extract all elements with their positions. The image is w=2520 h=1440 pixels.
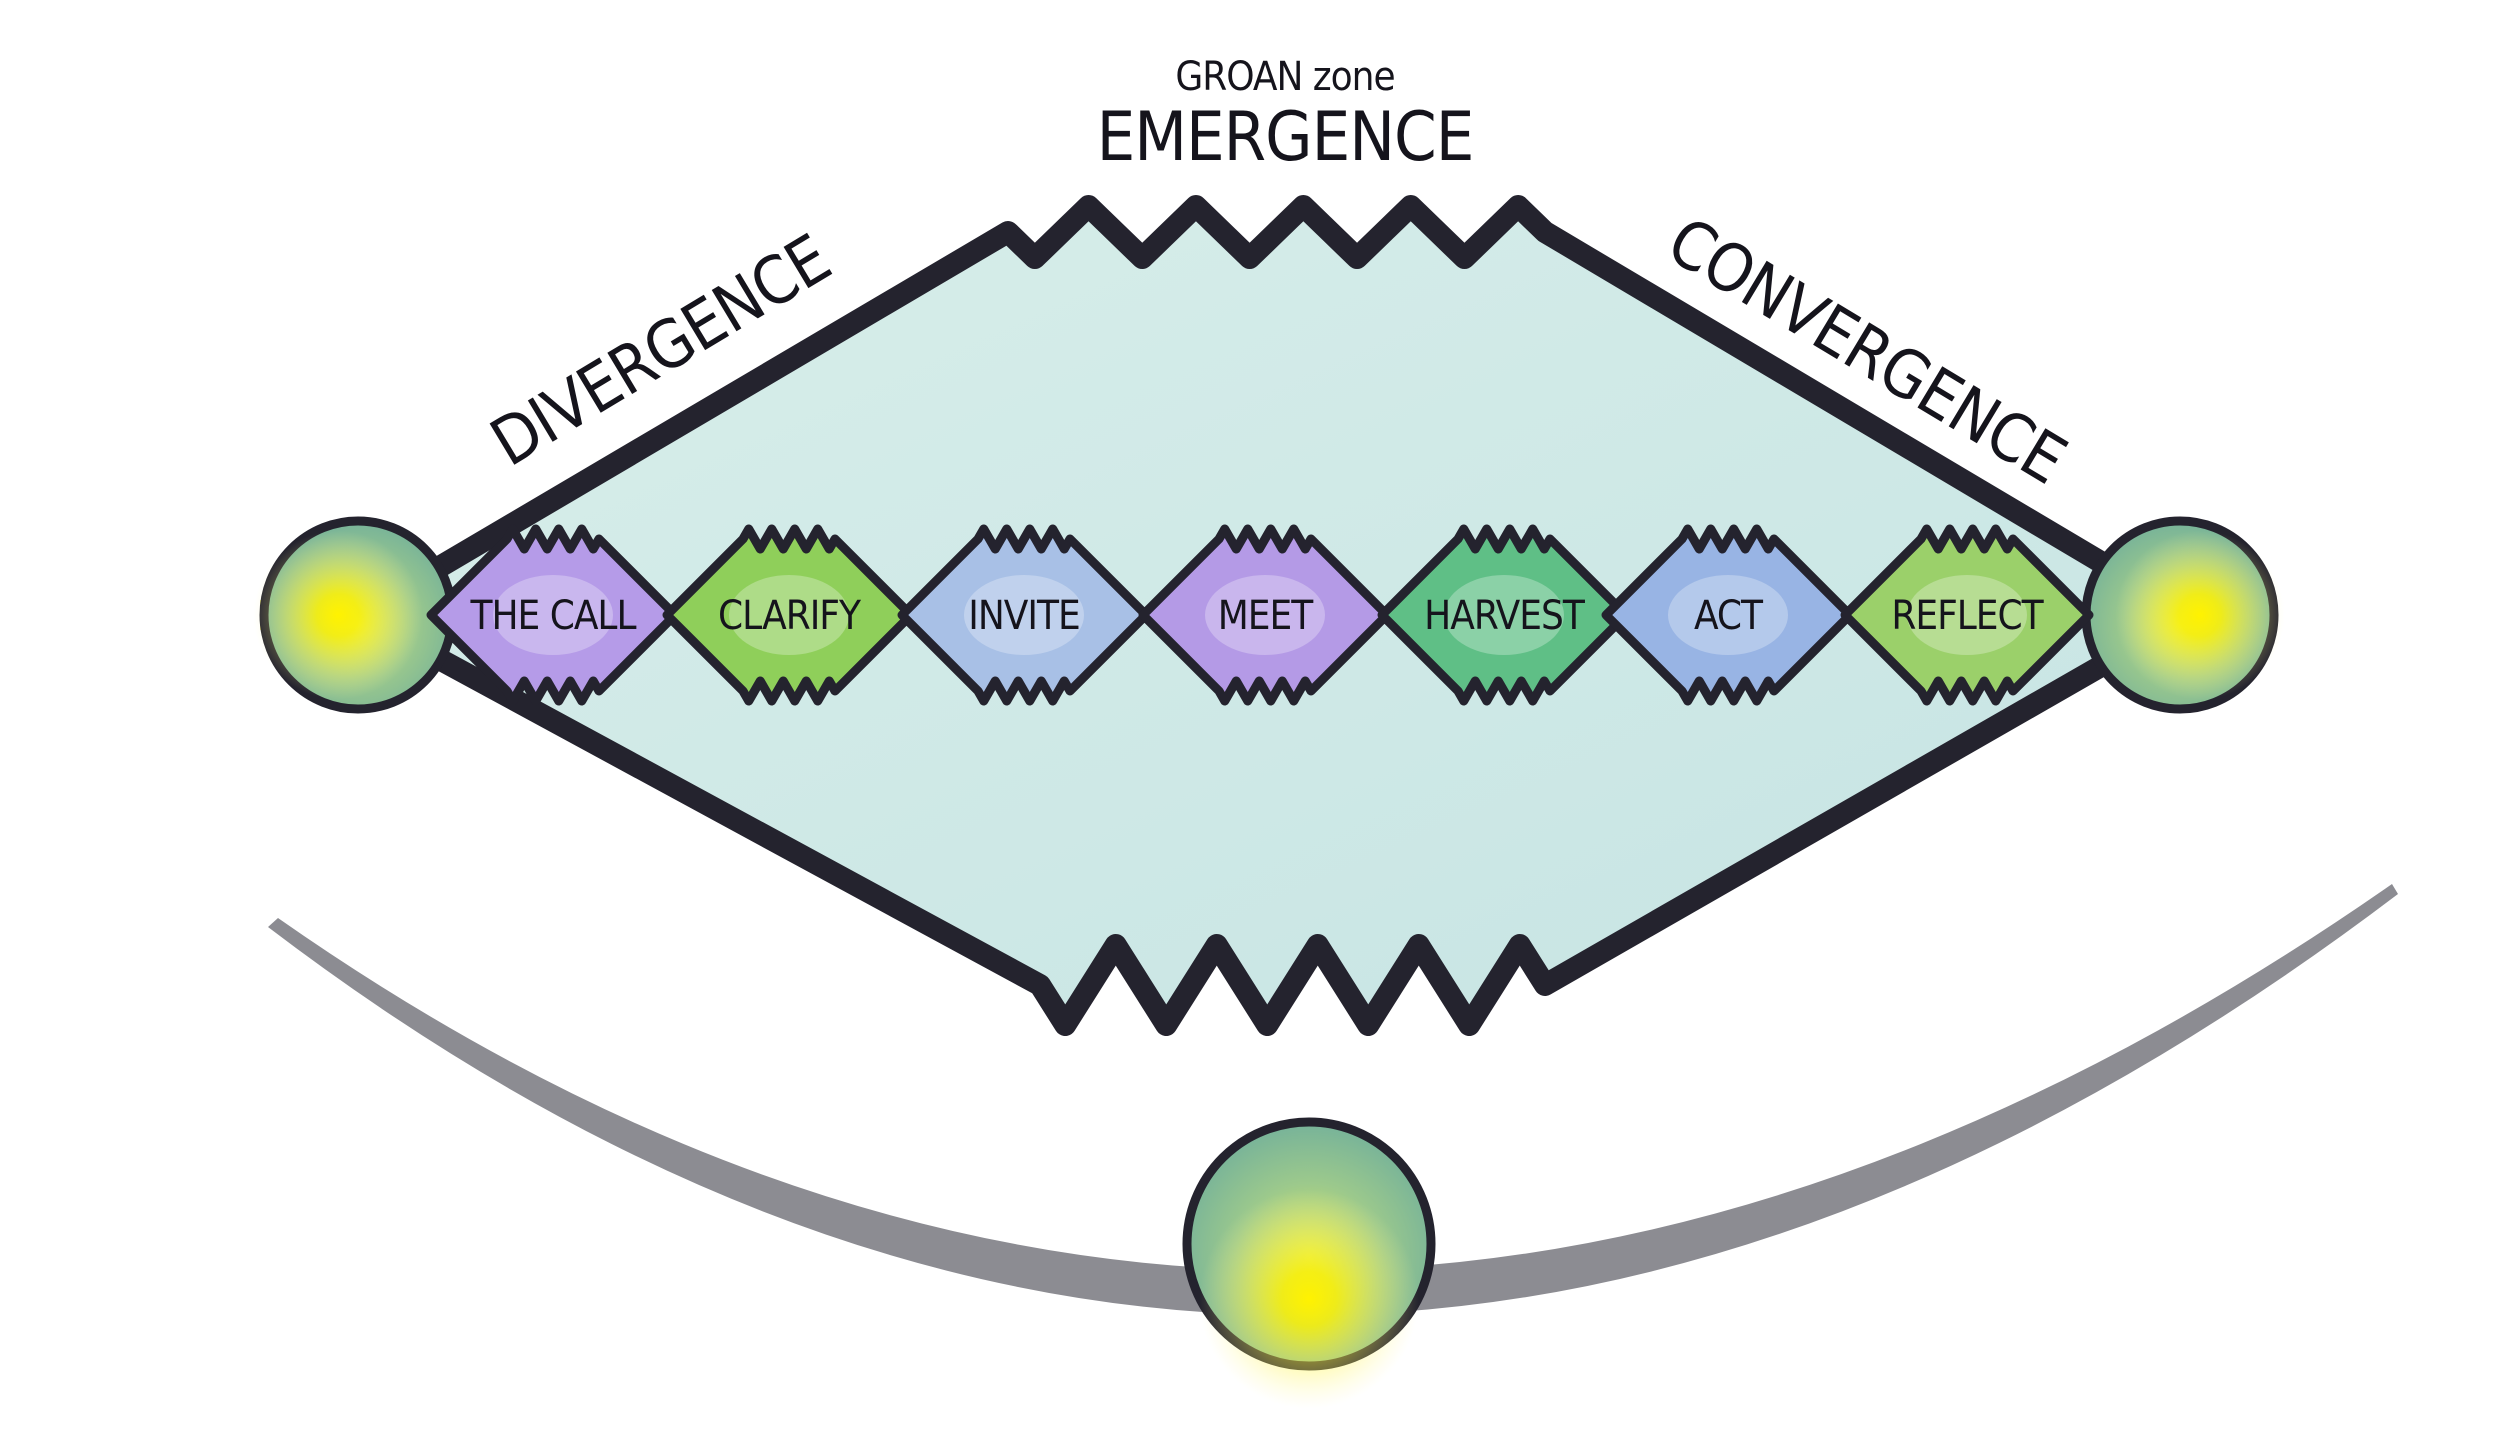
step-label: INVITE (968, 593, 1079, 639)
light-glow-icon (253, 530, 423, 700)
step-highlight (1668, 575, 1788, 655)
step-highlight (1205, 575, 1325, 655)
step-harvest: HARVEST (1377, 524, 1631, 706)
groan-zone-label: GROAN zone (1175, 54, 1394, 100)
light-glow-icon (2115, 530, 2285, 700)
step-diamond (1840, 524, 2094, 706)
step-highlight (493, 575, 613, 655)
left-orb (253, 516, 457, 714)
right-orb (2081, 516, 2285, 714)
grounding-arc (268, 884, 2398, 1316)
step-label: CLARIFY (718, 593, 862, 639)
step-highlight (1907, 575, 2027, 655)
step-label: MEET (1218, 593, 1315, 639)
light-glow-icon (1199, 1189, 1419, 1409)
ground-orb (1182, 1117, 1436, 1409)
emergence-label: EMERGENCE (1097, 98, 1474, 177)
step-reflect: REFLECT (1840, 524, 2094, 706)
step-the-call: THE CALL (426, 524, 680, 706)
step-highlight (964, 575, 1084, 655)
step-label: ACT (1694, 593, 1764, 639)
step-label: HARVEST (1424, 593, 1586, 639)
step-label: THE CALL (469, 593, 636, 639)
step-highlight (1444, 575, 1564, 655)
step-invite: INVITE (897, 524, 1151, 706)
step-label: REFLECT (1891, 593, 2044, 639)
step-highlight (729, 575, 849, 655)
